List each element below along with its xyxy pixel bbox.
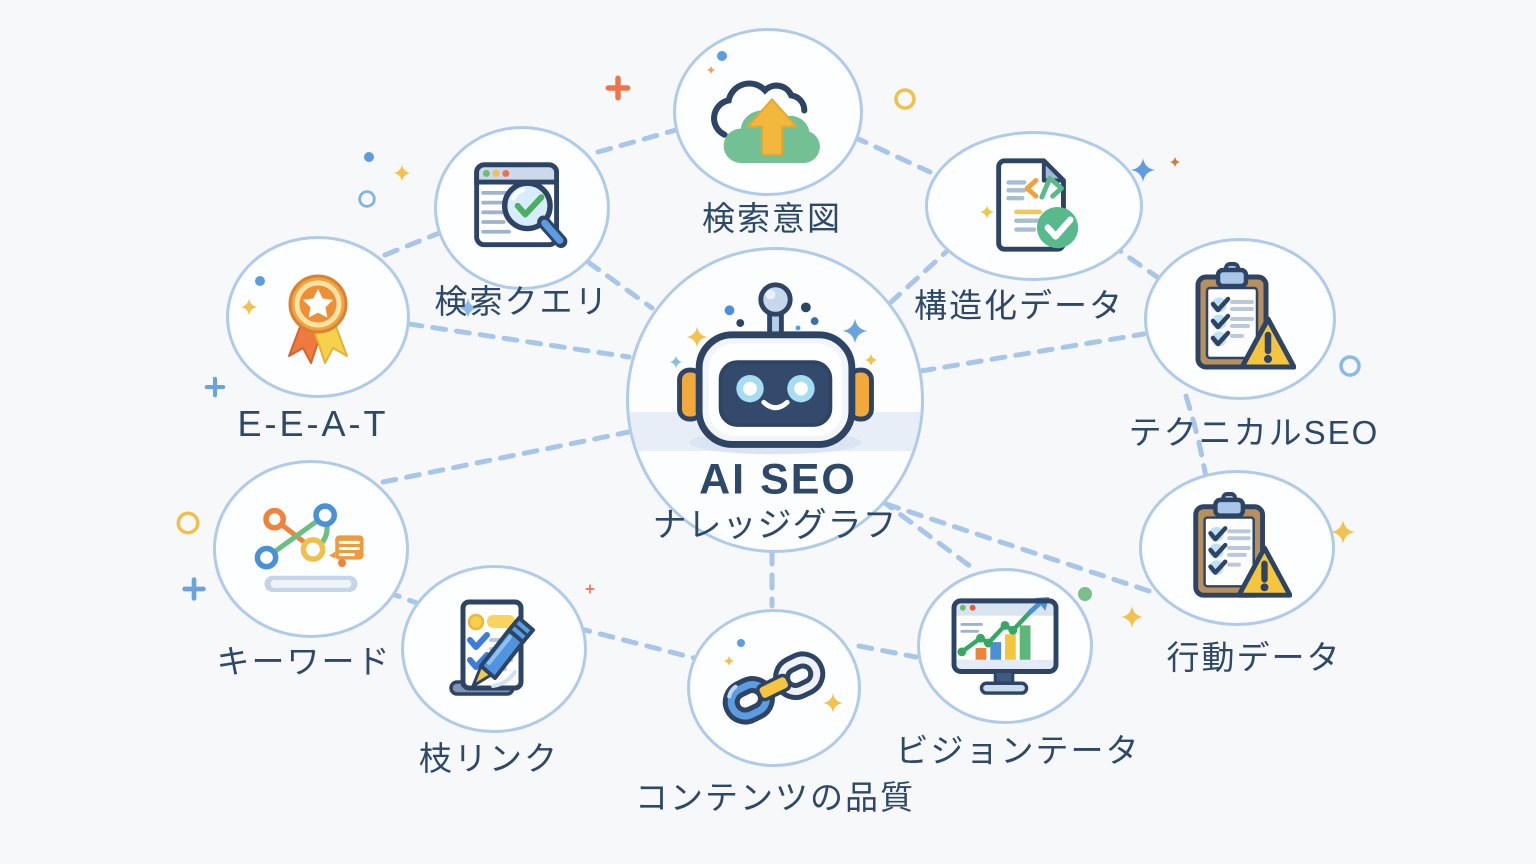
edge-content-vision	[856, 643, 919, 660]
ring-icon	[894, 88, 916, 110]
document-pen-icon	[449, 599, 535, 696]
network-graph-icon	[254, 503, 364, 592]
dot-icon	[255, 276, 265, 286]
sparkle-icon	[669, 355, 683, 369]
dot-icon	[338, 559, 346, 567]
center-title: AI SEO	[699, 455, 857, 504]
clipboard-warning-icon	[1195, 262, 1296, 370]
sparkle-icon	[1131, 158, 1155, 182]
edge-center-technical	[918, 331, 1147, 374]
sparkle-icon	[823, 693, 843, 713]
browser-search-check-icon	[474, 162, 568, 248]
edge-technical-behavior	[1183, 393, 1209, 480]
edge-center-query	[585, 259, 655, 311]
node-label-keyword: キーワード	[216, 643, 392, 680]
plus-sparkle-icon	[182, 577, 206, 601]
node-circle-vision-data	[917, 568, 1093, 724]
edge-branchlink-content	[574, 625, 697, 661]
dot-icon	[717, 51, 727, 61]
sparkle-icon	[842, 318, 868, 344]
sparkle-icon	[706, 65, 716, 75]
sparkle-icon	[585, 584, 595, 594]
sparkle-icon	[393, 164, 411, 182]
sparkle-icon	[864, 353, 878, 367]
node-label-behavior-data: 行動データ	[1166, 639, 1342, 676]
node-label-eeat: E-E-A-T	[237, 403, 389, 444]
edge-center-eeat	[406, 321, 632, 360]
node-circle-behavior-data	[1139, 470, 1335, 626]
monitor-chart-icon	[951, 596, 1059, 695]
ring-icon	[176, 511, 200, 535]
node-circle-search-intent	[673, 28, 863, 196]
robot-icon	[676, 282, 874, 455]
sparkle-icon	[1331, 520, 1355, 544]
node-label-search-query: 検索クエリ	[434, 283, 610, 320]
sparkle-icon	[1121, 606, 1143, 628]
edge-center-keyword	[380, 429, 632, 485]
node-label-branch-link: 枝リンク	[419, 740, 559, 777]
node-circle-ai-seo-center	[626, 247, 924, 553]
plus-sparkle-icon	[204, 376, 226, 398]
node-circle-keyword	[213, 460, 409, 638]
edge-center-structured	[887, 249, 949, 306]
node-circle-search-query	[434, 126, 610, 290]
sparkle-icon	[980, 205, 994, 219]
edge-query-intent	[595, 127, 679, 155]
ring-icon	[358, 190, 376, 208]
node-circle-structured-data	[925, 131, 1143, 281]
sparkle-icon	[458, 298, 478, 318]
node-circle-content-quality	[687, 609, 861, 767]
node-label-vision-data: ビジョンテータ	[895, 732, 1141, 769]
dot-icon	[1078, 587, 1092, 601]
dot-icon	[737, 639, 745, 647]
node-label-search-intent: 検索意図	[702, 200, 842, 237]
center-subtitle: ナレッジグラフ	[652, 506, 898, 545]
award-ribbon-icon	[288, 274, 348, 364]
sparkle-icon	[686, 326, 708, 348]
node-circle-technical-seo	[1144, 238, 1336, 400]
node-label-technical-seo: テクニカルSEO	[1128, 414, 1380, 451]
plus-sparkle-icon	[605, 75, 631, 101]
clipboard-warning-icon	[1193, 492, 1292, 598]
sparkle-icon	[723, 655, 735, 667]
ring-icon	[1339, 355, 1361, 377]
node-label-content-quality: コンテンツの品質	[635, 779, 915, 816]
cloud-upload-icon	[711, 80, 820, 163]
sparkle-icon	[1169, 156, 1181, 168]
node-circle-eeat	[226, 236, 410, 398]
sparkle-icon	[240, 298, 258, 316]
node-label-structured-data: 構造化データ	[914, 287, 1124, 324]
code-document-check-icon	[996, 158, 1079, 252]
edge-intent-structured	[851, 134, 933, 175]
edge-center-behavior	[883, 501, 1155, 595]
edge-eeat-query	[382, 228, 447, 258]
chain-link-icon	[722, 651, 826, 725]
node-circle-branch-link	[401, 565, 587, 733]
dot-icon	[364, 152, 374, 162]
